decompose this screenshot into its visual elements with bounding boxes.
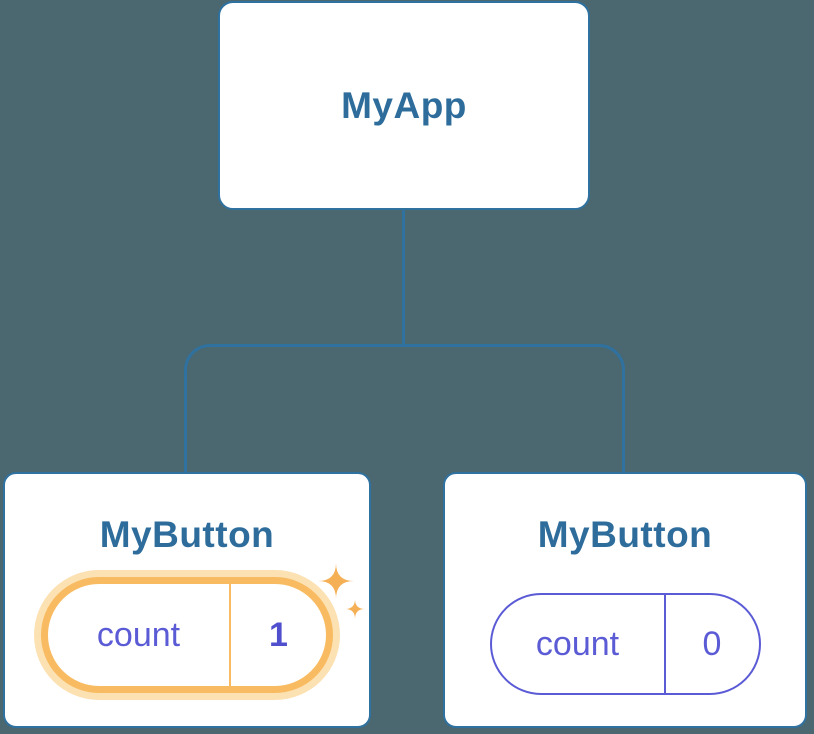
state-value: 0 bbox=[663, 595, 759, 693]
state-key-label: count bbox=[96, 616, 181, 654]
node-mybutton-left: MyButton count 1 bbox=[3, 472, 371, 728]
connector-bracket-line bbox=[184, 344, 625, 472]
state-pill-plain: count 0 bbox=[489, 593, 761, 695]
state-pill-highlighted: count 1 bbox=[41, 577, 333, 693]
node-myapp: MyApp bbox=[218, 1, 590, 210]
node-title: MyButton bbox=[99, 514, 275, 555]
node-title: MyButton bbox=[537, 514, 713, 555]
connector-stem-line bbox=[402, 210, 405, 345]
state-value: 1 bbox=[229, 584, 326, 686]
node-title: MyApp bbox=[341, 85, 467, 126]
node-mybutton-right: MyButton count 0 bbox=[443, 472, 807, 728]
state-key-label: count bbox=[535, 625, 620, 663]
